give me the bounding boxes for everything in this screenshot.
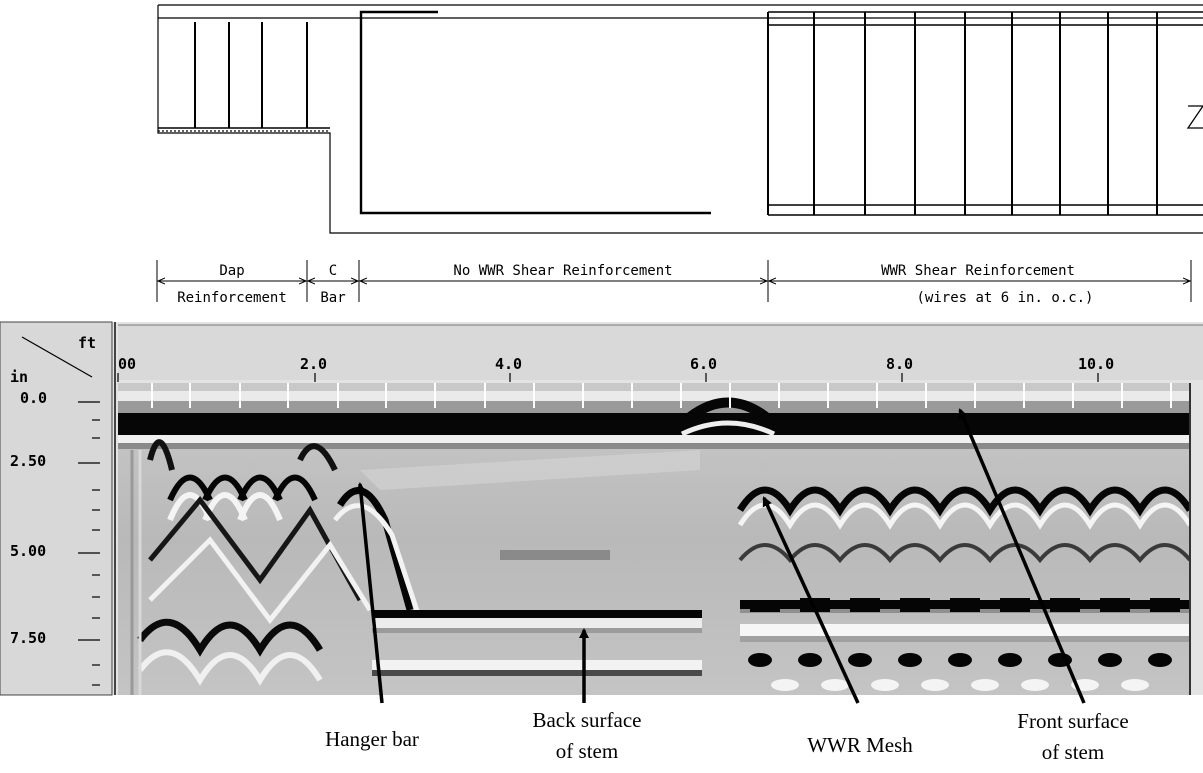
ft-tick-label: 10.0 [1078, 355, 1114, 373]
segment-dap-label-2: Reinforcement [177, 290, 287, 306]
wwr-mesh-arrow [762, 496, 860, 704]
wwr-mesh-drawing [767, 11, 1203, 216]
break-mark-icon [1186, 105, 1203, 129]
beam-elevation-drawing [157, 4, 1203, 234]
back-surface-label-2: of stem [556, 739, 618, 763]
in-axis: 0.0 2.50 5.00 7.50 [10, 389, 100, 686]
in-tick-label: 0.0 [20, 389, 47, 407]
segment-cbar-label: C [329, 263, 337, 279]
segment-wwr-label: WWR Shear Reinforcement [881, 263, 1075, 279]
back-surface-label: Back surface [532, 708, 641, 732]
segment-dimensions [156, 260, 1192, 302]
dap-stirrups [194, 22, 308, 128]
in-tick-label: 7.50 [10, 629, 46, 647]
in-tick-label: 2.50 [10, 452, 46, 470]
unit-corner: ft in [10, 334, 96, 386]
wwr-mesh-label: WWR Mesh [807, 733, 913, 757]
unit-in-label: in [10, 368, 28, 386]
beam-outline [157, 4, 1203, 234]
front-surface-label: Front surface [1017, 709, 1128, 733]
radargram [118, 383, 1190, 695]
segment-wwr-label-2: (wires at 6 in. o.c.) [916, 290, 1093, 306]
ft-tick-label: 6.0 [690, 355, 717, 373]
ft-tick-label: 2.0 [300, 355, 327, 373]
in-tick-label: 5.00 [10, 542, 46, 560]
c-bar [359, 10, 711, 215]
segment-dap-label: Dap [219, 263, 244, 279]
segment-cbar-label-2: Bar [320, 290, 345, 306]
ft-tick-label: 00 [118, 355, 136, 373]
ft-tick-label: 8.0 [886, 355, 913, 373]
front-surface-arrow [958, 408, 1086, 704]
hanger-bar-arrow [355, 482, 384, 704]
ft-tick-label: 4.0 [495, 355, 522, 373]
hanger-bar-label: Hanger bar [325, 727, 419, 751]
unit-ft-label: ft [78, 334, 96, 352]
segment-no-wwr-label: No WWR Shear Reinforcement [453, 263, 672, 279]
ft-axis: 00 2.0 4.0 6.0 8.0 10.0 [117, 355, 1114, 382]
annotation-arrows [355, 408, 1086, 704]
front-surface-label-2: of stem [1042, 740, 1104, 764]
